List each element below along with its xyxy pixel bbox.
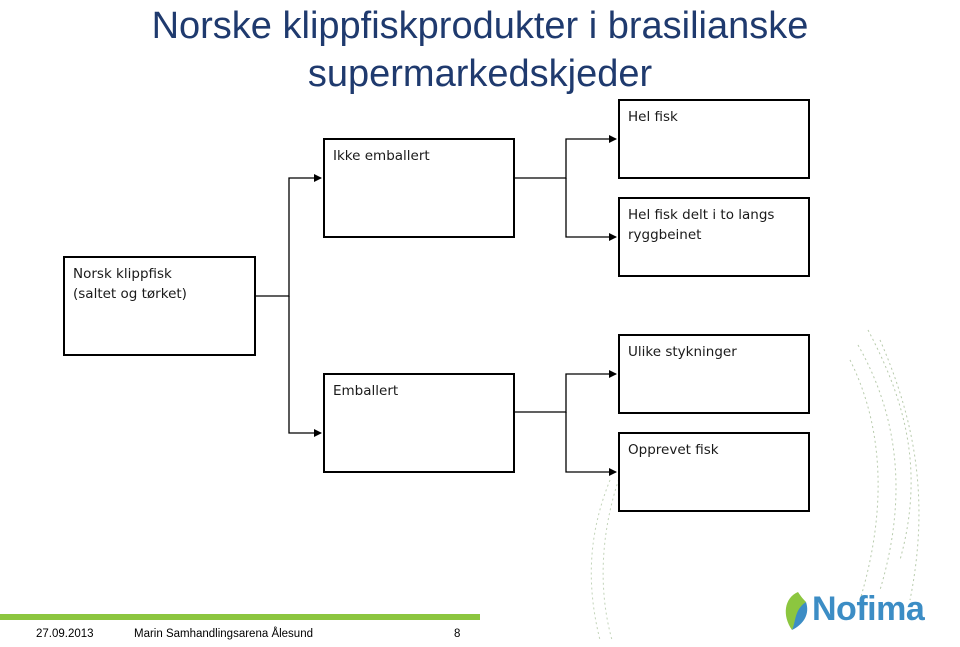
decorative-swirl bbox=[849, 329, 920, 601]
footer-event: Marin Samhandlingsarena Ålesund bbox=[134, 628, 313, 640]
connector-not-packed-split bbox=[565, 178, 617, 241]
footer-page-number: 8 bbox=[454, 628, 461, 640]
connector-packed-cuts bbox=[514, 370, 617, 413]
connector-root-not-packed bbox=[255, 174, 322, 297]
footer-accent-bar bbox=[0, 614, 480, 620]
logo-text: Nofima bbox=[812, 590, 925, 628]
node-not-packed: Ikke emballert bbox=[323, 138, 515, 238]
node-split-fish: Hel fisk delt i to langs ryggbeinet bbox=[618, 197, 810, 277]
footer-date: 27.09.2013 bbox=[36, 628, 94, 640]
node-packed: Emballert bbox=[323, 373, 515, 473]
decorative-swirl-2 bbox=[590, 469, 623, 641]
node-whole-fish: Hel fisk bbox=[618, 99, 810, 179]
node-shredded: Opprevet fisk bbox=[618, 432, 810, 512]
nofima-logo-icon bbox=[785, 592, 808, 630]
node-root: Norsk klippfisk (saltet og tørket) bbox=[63, 256, 256, 356]
node-cuts: Ulike stykninger bbox=[618, 334, 810, 414]
connector-packed-shredded bbox=[565, 412, 617, 476]
slide-title: Norske klippfiskprodukter i brasilianske… bbox=[151, 5, 809, 95]
connector-root-packed bbox=[288, 296, 322, 437]
connector-not-packed-whole bbox=[514, 135, 617, 179]
